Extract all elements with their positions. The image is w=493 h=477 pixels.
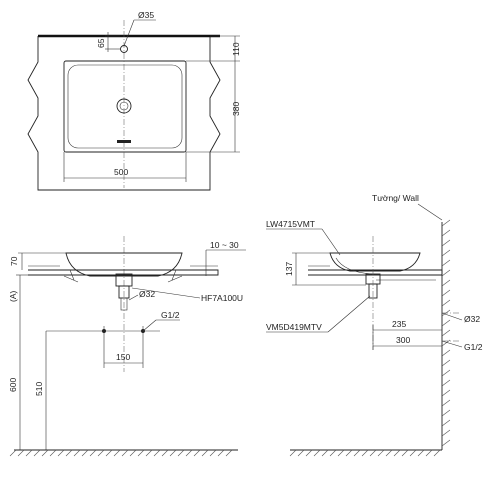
back-dim-label: 110 (231, 42, 241, 56)
front-counter (28, 269, 219, 276)
side-supply-thread-label: G1/2 (464, 342, 483, 352)
supply-height-label: 510 (34, 382, 44, 396)
side-drain-dia-label: Ø32 (464, 314, 480, 324)
rim-dim-label: 70 (9, 256, 19, 266)
wall-label: Tường/ Wall (372, 193, 419, 203)
drain-inner (119, 101, 129, 111)
counter-dim-label: 10 ~ 30 (210, 240, 239, 250)
supply-thread-label: G1/2 (161, 310, 180, 320)
top-view: Ø35 65 110 380 500 (27, 10, 241, 191)
front-view: 70 10 ~ 30 Ø32 HF7A100U (A) 600 G1/2 150… (8, 236, 246, 457)
side-view: Tường/ Wall LW4715VMT 137 VM5D419MTV 235… (266, 193, 483, 457)
drain-model-label: HF7A100U (201, 293, 243, 303)
side-counter (308, 269, 443, 276)
basin-model-label: LW4715VMT (266, 219, 315, 229)
height-a-label: 600 (8, 378, 18, 392)
drain-dia-label: Ø32 (139, 289, 155, 299)
counter-outline (27, 36, 221, 191)
basin-inner (67, 64, 183, 149)
drain-outer (116, 98, 132, 114)
width-dim-label: 500 (114, 167, 128, 177)
dim-235-label: 235 (392, 319, 406, 329)
overflow-slot (117, 140, 131, 143)
a-label: (A) (8, 291, 18, 303)
trap-model-label: VM5D419MTV (266, 322, 322, 332)
supply-spacing-label: 150 (116, 352, 130, 362)
tap-hole-dia-label: Ø35 (138, 10, 154, 20)
side-basin (329, 252, 421, 272)
dim-300-label: 300 (396, 335, 410, 345)
basin-outer (63, 60, 187, 153)
supply-left (102, 329, 106, 333)
basin-height-label: 137 (284, 262, 294, 276)
depth-dim-label: 380 (231, 102, 241, 116)
tap-offset-label: 65 (96, 38, 106, 48)
front-basin (65, 252, 183, 277)
